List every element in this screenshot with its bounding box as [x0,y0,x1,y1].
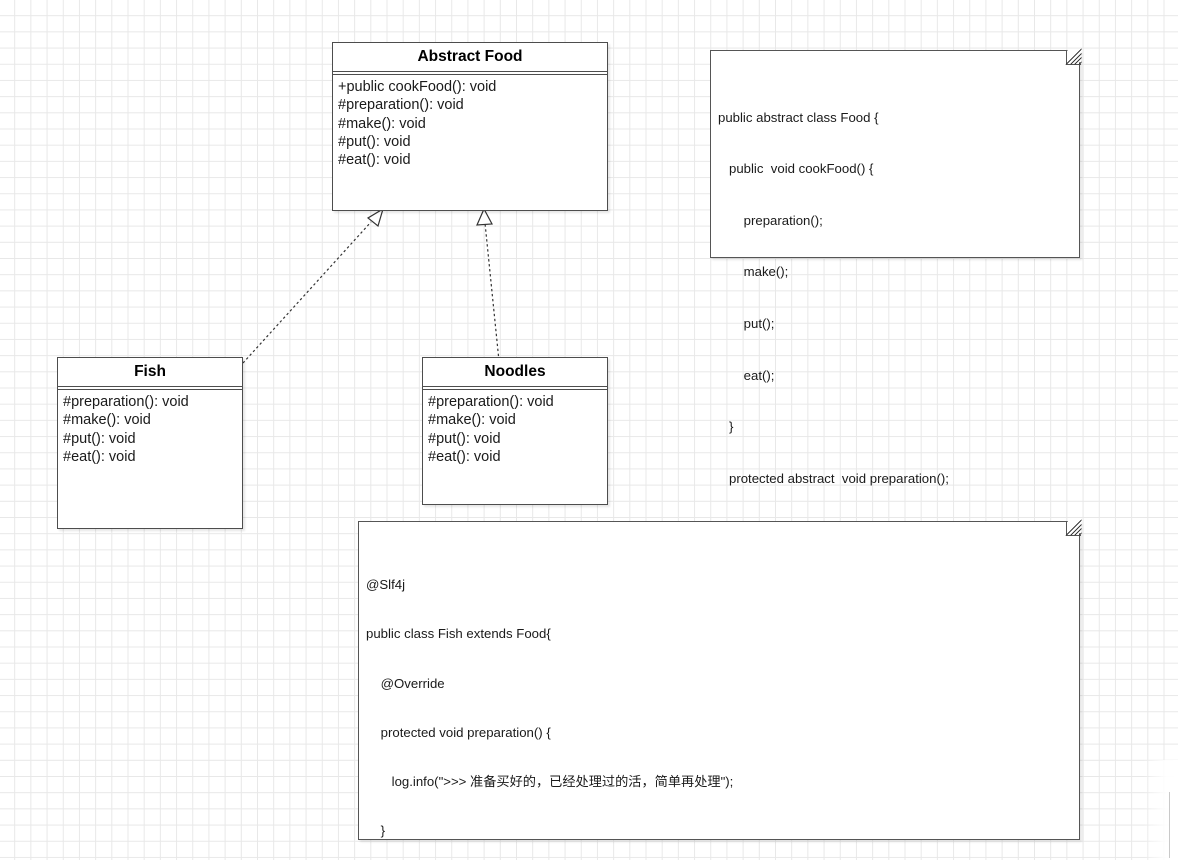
uml-member: #preparation(): void [338,97,464,114]
code-line: public abstract class Food { [718,109,879,125]
fish-generalization-arrowhead [366,207,385,228]
uml-class-noodles[interactable]: Noodles #preparation(): void #make(): vo… [422,357,608,505]
code-line: eat(); [718,367,775,383]
note-fish-code[interactable]: @Slf4j public class Fish extends Food{ @… [358,520,1081,840]
uml-member: #eat(): void [338,152,411,169]
uml-member: #make(): void [428,412,516,429]
uml-members-noodles: #preparation(): void #make(): void #put(… [423,390,607,470]
uml-member: #make(): void [63,412,151,429]
uml-compartment-separator [423,386,607,391]
code-line: public class Fish extends Food{ [366,626,551,642]
code-line: public void cookFood() { [718,161,874,177]
note-food-code[interactable]: public abstract class Food { public void… [710,49,1081,692]
code-line: } [366,823,386,839]
code-line: preparation(); [718,212,823,228]
uml-class-title-noodles: Noodles [484,363,546,380]
uml-class-title-fish: Fish [134,363,166,380]
vertical-scrollbar-thumb[interactable] [1169,792,1177,858]
uml-class-abstract-food[interactable]: Abstract Food +public cookFood(): void #… [332,42,608,211]
uml-member: #preparation(): void [63,394,189,411]
note-fold-corner-icon [1065,49,1081,65]
code-line: protected abstract void preparation(); [718,470,949,486]
relation-noodles-to-abstract-food [476,207,500,362]
relation-fish-to-abstract-food [242,207,385,364]
fish-generalization-line [242,221,372,364]
uml-member: #eat(): void [63,448,136,465]
uml-member: +public cookFood(): void [338,79,497,96]
code-line: } [718,419,734,435]
uml-member: #put(): void [63,430,136,447]
code-line: put(); [718,316,775,332]
uml-class-title-abstract-food: Abstract Food [417,48,523,65]
uml-members-fish: #preparation(): void #make(): void #put(… [58,390,242,470]
code-line: @Slf4j [366,577,406,593]
noodles-generalization-arrowhead [476,207,493,226]
uml-members-abstract-food: +public cookFood(): void #preparation():… [333,75,607,173]
uml-member: #make(): void [338,115,426,132]
code-line: protected void preparation() { [366,724,551,740]
uml-compartment-separator [58,386,242,391]
uml-member: #put(): void [428,430,501,447]
note-fold-corner-icon [1065,520,1081,536]
uml-member: #eat(): void [428,448,501,465]
uml-compartment-separator [333,71,607,76]
code-line: make(); [718,264,789,280]
uml-class-fish[interactable]: Fish #preparation(): void #make(): void … [57,357,243,529]
uml-member: #preparation(): void [428,394,554,411]
uml-member: #put(): void [338,133,411,150]
code-line: @Override [366,675,445,691]
code-line: log.info(">>> 准备买好的，已经处理过的活，简单再处理"); [366,774,734,790]
noodles-generalization-line [484,222,500,362]
